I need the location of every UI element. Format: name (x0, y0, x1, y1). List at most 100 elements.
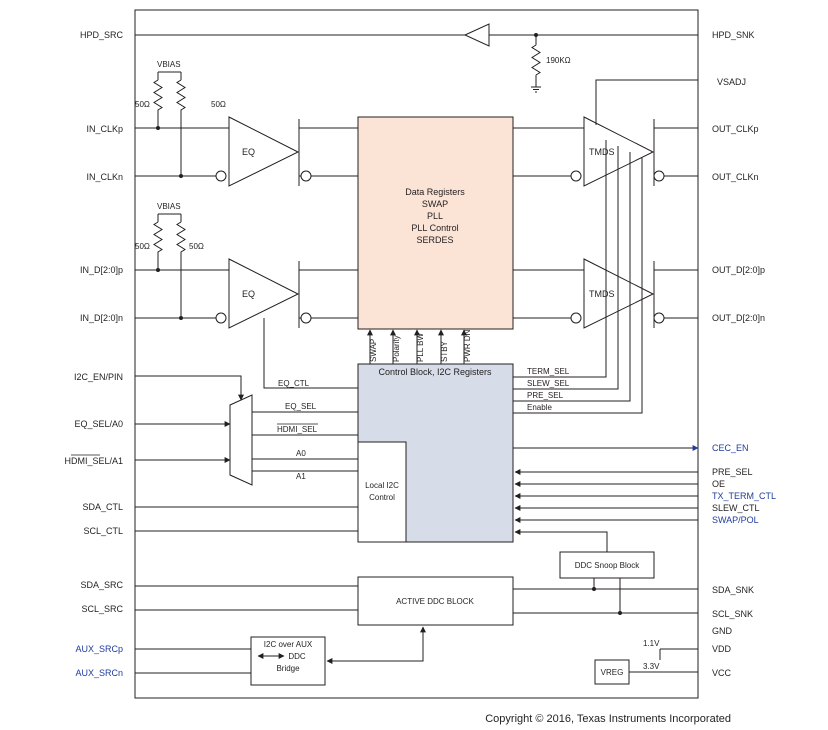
left-pin-labels: HPD_SRC IN_CLKp IN_CLKn IN_D[2:0]p IN_D[… (64, 30, 123, 678)
clk-bias-network: VBIAS 50Ω 50Ω (135, 60, 226, 178)
pin-vdd: VDD (712, 644, 732, 654)
svg-text:Local I2C: Local I2C (365, 481, 399, 490)
resistor-clkn (176, 79, 186, 176)
pin-aux-srcp: AUX_SRCp (75, 644, 123, 654)
data-registers-block (357, 116, 514, 330)
pin-out-dn: OUT_D[2:0]n (712, 313, 765, 323)
pin-out-clkn: OUT_CLKn (712, 172, 759, 182)
eq-clk-label: EQ (242, 147, 255, 157)
svg-text:PLL BW: PLL BW (416, 333, 425, 362)
a1-label: A1 (296, 472, 306, 481)
eq-data-label: EQ (242, 289, 255, 299)
svg-text:PWR DN: PWR DN (463, 329, 472, 362)
resistor-190k (531, 44, 541, 76)
active-ddc-block (357, 576, 514, 626)
svg-text:PRE_SEL: PRE_SEL (527, 391, 564, 400)
tmds-data-label: TMDS (589, 289, 615, 299)
svg-text:SWAP: SWAP (422, 199, 448, 209)
resistor-clkp (153, 79, 163, 128)
mux (229, 394, 253, 486)
resistor-190k-label: 190KΩ (546, 56, 571, 65)
control-signal-labels: SWAP Polarity PLL BW STBY PWR DN (369, 329, 472, 362)
pin-in-dn: IN_D[2:0]n (80, 313, 123, 323)
svg-text:DDC Snoop Block: DDC Snoop Block (575, 561, 640, 570)
pin-swap-pol: SWAP/POL (712, 515, 759, 525)
eq-data-inv-bubble (215, 312, 227, 324)
eq-sel-label: EQ_SEL (285, 402, 317, 411)
eq-ctl-label: EQ_CTL (278, 379, 310, 388)
pin-in-clkn: IN_CLKn (86, 172, 123, 182)
pin-hpd-src: HPD_SRC (80, 30, 124, 40)
hpd-path: 190KΩ (135, 23, 698, 93)
svg-text:PLL: PLL (427, 211, 443, 221)
ddc-snoop-block (559, 551, 655, 579)
pin-scl-snk: SCL_SNK (712, 609, 753, 619)
svg-text:DDC: DDC (288, 652, 306, 661)
pin-sda-snk: SDA_SNK (712, 585, 754, 595)
pin-scl-src: SCL_SRC (81, 604, 123, 614)
control-signal-arrows (367, 329, 467, 364)
v33-label: 3.3V (643, 662, 660, 671)
vreg-block (594, 659, 630, 685)
svg-text:PLL Control: PLL Control (411, 223, 458, 233)
svg-text:VREG: VREG (601, 668, 624, 677)
svg-text:Data Registers: Data Registers (405, 187, 465, 197)
pin-slew-ctl: SLEW_CTL (712, 503, 760, 513)
local-i2c-control-block (357, 441, 407, 543)
pin-in-dp: IN_D[2:0]p (80, 265, 123, 275)
resistor-dn (176, 221, 186, 318)
vsadj-line (595, 79, 698, 125)
v11-label: 1.1V (643, 639, 660, 648)
pin-oe: OE (712, 479, 725, 489)
pin-hpd-snk: HPD_SNK (712, 30, 755, 40)
vbias-label-data: VBIAS (157, 202, 181, 211)
resistor-dp (153, 221, 163, 270)
data-registers-text: Data Registers SWAP PLL PLL Control SERD… (405, 187, 465, 245)
svg-text:SLEW_SEL: SLEW_SEL (527, 379, 570, 388)
hpd-buffer-triangle (463, 23, 490, 47)
pin-gnd: GND (712, 626, 733, 636)
pin-out-dp: OUT_D[2:0]p (712, 265, 765, 275)
copyright: Copyright © 2016, Texas Instruments Inco… (485, 713, 731, 725)
vbias-label-clk: VBIAS (157, 60, 181, 69)
svg-text:Bridge: Bridge (276, 664, 300, 673)
i2c-over-aux-bridge (250, 636, 326, 686)
r50-label-clk-right: 50Ω (211, 100, 226, 109)
pin-hdmi-sel: HDMI_SEL/A1 (64, 456, 123, 466)
pin-eq-sel: EQ_SEL/A0 (74, 419, 123, 429)
r50-label-data-right: 50Ω (189, 242, 204, 251)
pin-scl-ctl: SCL_CTL (83, 526, 123, 536)
pin-out-clkp: OUT_CLKp (712, 124, 759, 134)
right-pin-labels: HPD_SNK VSADJ OUT_CLKp OUT_CLKn OUT_D[2:… (712, 30, 776, 678)
svg-text:ACTIVE DDC BLOCK: ACTIVE DDC BLOCK (396, 597, 474, 606)
control-block-title: Control Block, I2C Registers (378, 367, 492, 377)
r50-label-clk-left: 50Ω (135, 100, 150, 109)
pin-sda-src: SDA_SRC (80, 580, 123, 590)
ground-symbol (531, 86, 541, 93)
pin-tx-term-ctl: TX_TERM_CTL (712, 491, 776, 501)
svg-text:SWAP: SWAP (369, 339, 378, 362)
right-control-inputs (514, 469, 698, 523)
pin-i2c-en: I2C_EN/PIN (74, 372, 123, 382)
pin-vsadj: VSADJ (717, 77, 746, 87)
pin-aux-srcn: AUX_SRCn (75, 668, 123, 678)
eq-buffer-clk (228, 116, 300, 187)
pin-cec-en: CEC_EN (712, 443, 749, 453)
a0-label: A0 (296, 449, 306, 458)
pin-sda-ctl: SDA_CTL (82, 502, 123, 512)
eq-buffer-data (228, 258, 300, 329)
svg-text:Polarity: Polarity (392, 335, 401, 362)
control-outputs: TERM_SEL SLEW_SEL PRE_SEL Enable (513, 140, 643, 414)
svg-text:TERM_SEL: TERM_SEL (527, 367, 570, 376)
hdmi-sel-label: HDMI_SEL (277, 425, 318, 434)
svg-text:SERDES: SERDES (416, 235, 453, 245)
r50-label-data-left: 50Ω (135, 242, 150, 251)
svg-text:I2C over AUX: I2C over AUX (264, 640, 313, 649)
eq-clk-inv-bubble (215, 170, 227, 182)
pin-in-clkp: IN_CLKp (86, 124, 123, 134)
pin-vcc: VCC (712, 668, 732, 678)
pin-pre-sel: PRE_SEL (712, 467, 753, 477)
svg-text:Control: Control (369, 493, 395, 502)
svg-text:STBY: STBY (440, 340, 449, 362)
